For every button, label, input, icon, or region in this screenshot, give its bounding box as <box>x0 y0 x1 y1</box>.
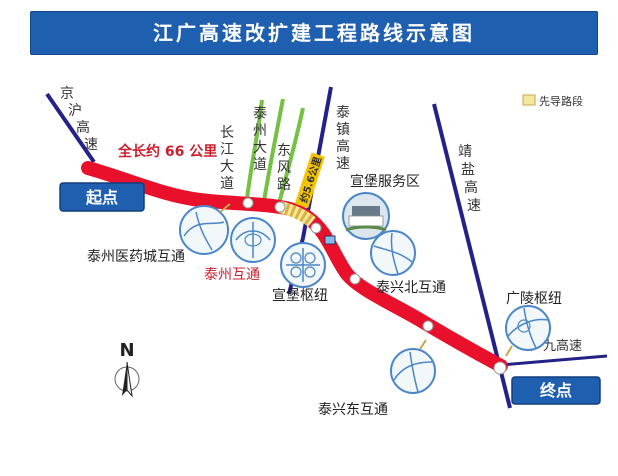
map-title: 江广高速改扩建工程路线示意图 <box>153 21 475 45</box>
main-route-line <box>81 161 508 373</box>
yiyaocheng-interchange-thumbnail <box>179 203 231 255</box>
dongfeng-road-road <box>277 107 305 205</box>
changjiang-avenue-road <box>245 99 264 200</box>
taixing-north-interchange-label: 泰兴北互通 <box>376 280 446 296</box>
guangjiu-expressway-road <box>500 354 608 367</box>
taizhou-interchange-label: 泰州互通 <box>204 267 260 283</box>
xuanbao-hub-label: 宣堡枢纽 <box>272 288 328 304</box>
service-area-marker <box>324 235 336 245</box>
legend-pilot-swatch <box>522 94 536 106</box>
title-bar: 江广高速改扩建工程路线示意图 <box>30 11 598 55</box>
interchange-marker-taixing-east <box>422 320 434 332</box>
north-label: N <box>119 340 134 361</box>
jingyan-expressway-label: 靖 盐 高 速 <box>458 144 482 214</box>
xuanbao-hub-thumbnail <box>280 242 326 288</box>
svg-text:约5.6公里: 约5.6公里 <box>297 155 324 204</box>
taixing-east-interchange-label: 泰兴东互通 <box>318 402 388 418</box>
interchange-marker-taixing-north <box>349 273 361 285</box>
taizhou-avenue-label: 泰 州 大 道 <box>253 106 271 173</box>
legend-pilot-label: 先导路段 <box>539 94 583 108</box>
changjiang-avenue-label: 长 江 大 道 <box>220 125 238 192</box>
start-point-label: 起点 <box>85 188 118 207</box>
north-arrow-icon: N <box>114 340 140 398</box>
jinghu-expressway-label: 京 沪 高 速 <box>60 86 98 153</box>
interchange-marker-taizhou <box>242 197 254 209</box>
end-point-box <box>511 376 601 405</box>
interchange-marker-xuanbao <box>310 222 322 234</box>
start-point-box <box>59 182 145 212</box>
pilot-length-tag: 约5.6公里 <box>294 152 325 209</box>
taizhou-interchange-thumbnail <box>230 217 276 263</box>
guangling-hub-thumbnail <box>505 305 551 357</box>
dongfeng-road-label: 东 风 路 <box>277 143 295 193</box>
taizhou-avenue-road <box>262 98 285 202</box>
guangling-hub-label: 广陵枢纽 <box>506 291 562 307</box>
jinghu-expressway-road <box>45 92 96 164</box>
xuanbao-service-area-label: 宣堡服务区 <box>350 174 420 190</box>
taixing-east-interchange-thumbnail <box>390 339 436 394</box>
interchange-marker-guangling <box>493 361 507 375</box>
route-length-label: 全长约 66 公里 <box>117 143 217 160</box>
interchange-marker-dongfeng <box>274 201 286 213</box>
taizhen-expressway-label: 泰 镇 高 速 <box>336 105 354 172</box>
end-point-label: 终点 <box>540 381 572 400</box>
taixing-north-interchange-thumbnail <box>370 230 416 276</box>
xuanbao-service-area-photo <box>342 192 390 240</box>
yiyaocheng-interchange-label: 泰州医药城互通 <box>87 249 185 265</box>
